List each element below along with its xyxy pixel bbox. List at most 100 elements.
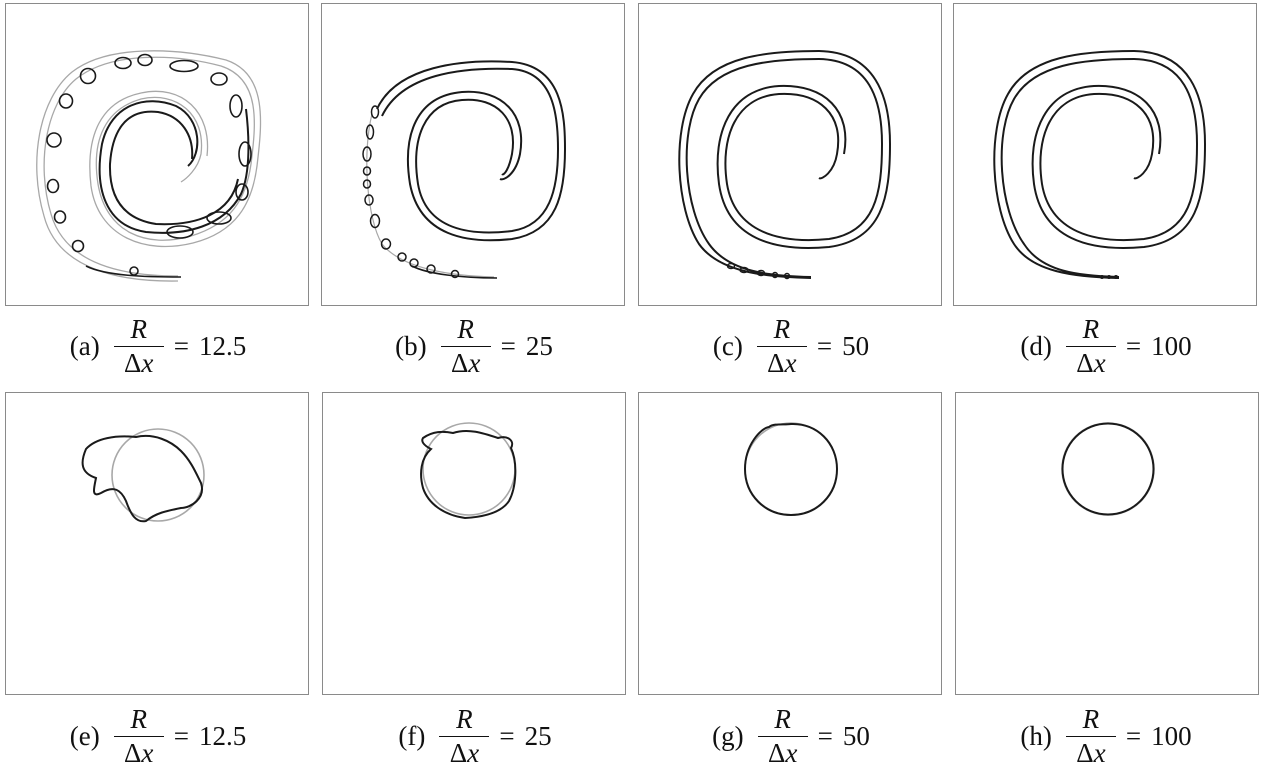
fraction: R Δx xyxy=(113,703,164,767)
fraction: R Δx xyxy=(440,313,491,377)
caption-label: (h) xyxy=(1020,720,1052,751)
delta-symbol: Δ xyxy=(124,347,142,378)
fraction-denominator: Δx xyxy=(1076,347,1105,377)
fraction: R Δx xyxy=(756,313,807,378)
delta-symbol: Δ xyxy=(1076,347,1094,378)
interface-droplets xyxy=(1100,275,1118,279)
caption-g: (g) R Δx = 50 xyxy=(636,703,946,769)
caption-a: (a) R Δx = 12.5 xyxy=(3,313,313,379)
delta-symbol: Δ xyxy=(450,347,469,378)
interface-droplets xyxy=(46,53,252,276)
fraction: R Δx xyxy=(757,703,808,767)
denominator-variable: x xyxy=(141,737,154,768)
delta-symbol: Δ xyxy=(1076,737,1094,768)
fraction-bar xyxy=(113,345,164,347)
fraction-bar xyxy=(440,345,491,347)
panel-f-circle xyxy=(322,392,626,695)
denominator-variable: x xyxy=(1093,347,1106,378)
panel-g-plot xyxy=(743,422,839,517)
denominator-variable: x xyxy=(468,347,481,378)
caption-d: (d) R Δx = 100 xyxy=(951,313,1261,379)
fraction: R Δx xyxy=(1065,703,1116,767)
fraction-numerator: R xyxy=(1082,703,1100,734)
caption-label: (a) xyxy=(69,330,100,361)
ratio-value: 25 xyxy=(524,720,552,751)
interface-contour xyxy=(743,422,839,517)
panel-h-circle xyxy=(955,392,1259,695)
fraction: R Δx xyxy=(439,705,490,767)
caption-label: (f) xyxy=(398,720,426,751)
fraction-numerator: R xyxy=(773,313,791,344)
fraction-bar xyxy=(756,345,807,347)
denominator-variable: x xyxy=(467,737,480,768)
fraction-denominator: Δx xyxy=(124,737,153,767)
delta-symbol: Δ xyxy=(767,737,786,768)
fraction-numerator: R xyxy=(1082,313,1100,344)
interface-spiral-tail xyxy=(85,265,182,278)
fraction-denominator: Δx xyxy=(450,737,479,767)
panel-d-plot xyxy=(993,49,1207,279)
denominator-variable: x xyxy=(785,737,798,768)
fraction: R Δx xyxy=(113,313,164,378)
interface-droplets xyxy=(726,262,791,280)
caption-f: (f) R Δx = 25 xyxy=(320,703,630,769)
fraction-denominator: Δx xyxy=(451,347,480,377)
panel-a-plot xyxy=(36,50,262,282)
reference-spiral-tail xyxy=(366,113,495,278)
equals-sign: = xyxy=(816,330,833,361)
panel-e-plot xyxy=(81,428,205,523)
panel-a-spiral xyxy=(5,3,309,306)
fraction-denominator: Δx xyxy=(1076,737,1105,767)
ratio-value: 50 xyxy=(842,330,870,361)
fraction-numerator: R xyxy=(774,703,791,734)
caption-h: (h) R Δx = 100 xyxy=(951,703,1261,769)
panel-b-spiral xyxy=(321,3,625,306)
delta-symbol: Δ xyxy=(124,737,142,768)
panel-g-circle xyxy=(638,392,942,695)
fraction-numerator: R xyxy=(130,703,147,734)
interface-spiral xyxy=(678,49,892,279)
ratio-value: 25 xyxy=(525,330,553,361)
fraction-bar xyxy=(1065,735,1116,737)
equals-sign: = xyxy=(173,330,189,361)
reference-circle xyxy=(111,428,205,522)
reference-spiral-path-outer xyxy=(36,50,262,282)
interface-contour xyxy=(81,435,203,523)
fraction: R Δx xyxy=(1065,313,1116,377)
ratio-value: 100 xyxy=(1151,720,1192,751)
equals-sign: = xyxy=(173,720,189,751)
ratio-value: 12.5 xyxy=(198,330,247,361)
equals-sign: = xyxy=(1125,720,1142,751)
interface-contour xyxy=(1061,422,1155,516)
equals-sign: = xyxy=(817,720,833,751)
interface-droplets xyxy=(362,105,460,279)
panel-f-plot xyxy=(420,422,517,520)
panel-c-spiral xyxy=(638,3,942,306)
equals-sign: = xyxy=(500,330,516,361)
ratio-value: 100 xyxy=(1151,330,1192,361)
caption-label: (b) xyxy=(395,330,427,361)
fraction-bar xyxy=(1065,345,1116,347)
caption-label: (g) xyxy=(712,720,744,751)
denominator-variable: x xyxy=(141,347,154,378)
denominator-variable: x xyxy=(784,347,797,378)
panel-e-circle xyxy=(5,392,309,695)
panel-d-spiral xyxy=(953,3,1257,306)
fraction-bar xyxy=(439,735,490,737)
fraction-bar xyxy=(113,735,164,737)
fraction-numerator: R xyxy=(457,313,474,344)
interface-spiral-outer xyxy=(376,60,567,242)
panel-c-plot xyxy=(678,49,892,280)
reference-spiral-path xyxy=(43,56,255,277)
fraction-numerator: R xyxy=(130,313,147,344)
caption-label: (d) xyxy=(1020,330,1052,361)
fraction-denominator: Δx xyxy=(768,737,797,767)
interface-contour xyxy=(420,429,517,520)
caption-label: (c) xyxy=(712,330,743,361)
panel-h-plot xyxy=(1061,422,1155,516)
panel-b-plot xyxy=(362,60,567,279)
interface-spiral-tail xyxy=(411,265,498,279)
caption-e: (e) R Δx = 12.5 xyxy=(3,703,313,769)
interface-spiral-inner xyxy=(98,100,250,234)
caption-label: (e) xyxy=(69,720,100,751)
